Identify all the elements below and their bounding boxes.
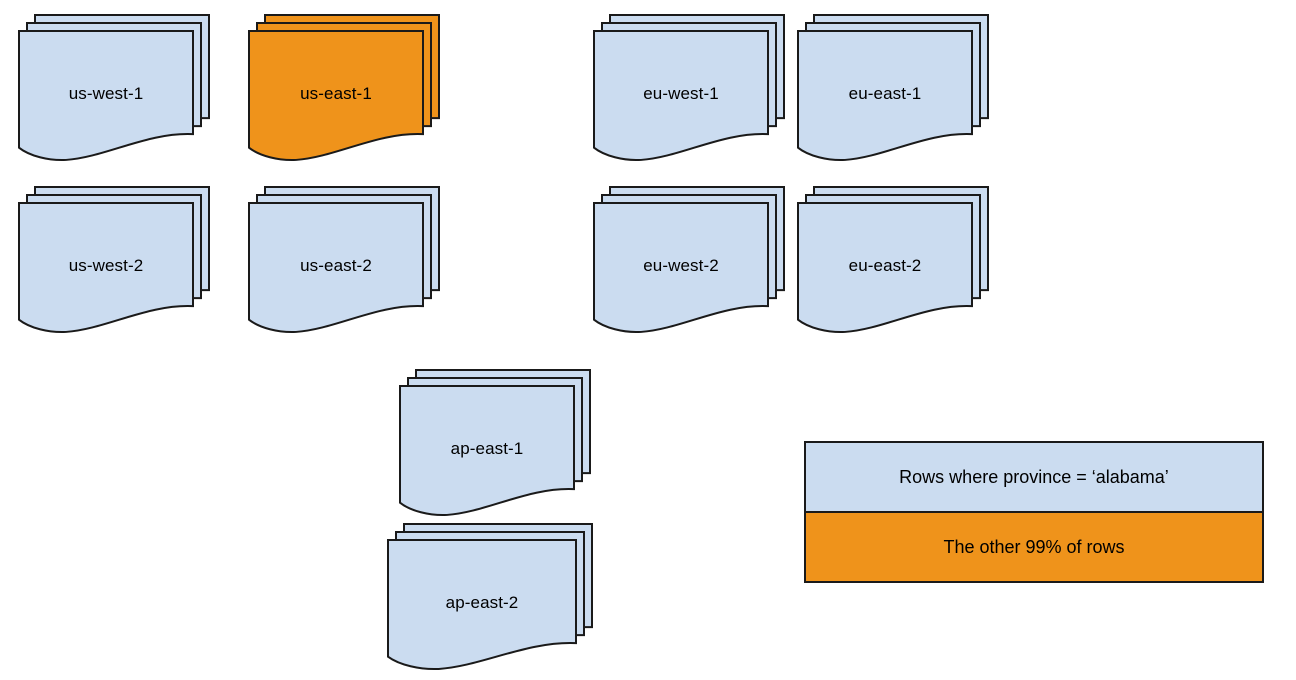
document-stack-shape xyxy=(399,369,591,517)
region-stack-us-east-1[interactable]: us-east-1 xyxy=(248,14,443,162)
document-stack-shape xyxy=(18,14,210,162)
legend-row-legend-other: The other 99% of rows xyxy=(806,513,1262,581)
legend-label: Rows where province = ‘alabama’ xyxy=(899,467,1169,487)
region-stack-eu-east-2[interactable]: eu-east-2 xyxy=(797,186,992,334)
document-sheet-front xyxy=(593,30,769,162)
document-stack-shape xyxy=(387,523,593,671)
document-sheet-front xyxy=(18,202,194,334)
document-sheet-front xyxy=(797,202,973,334)
region-stack-ap-east-2[interactable]: ap-east-2 xyxy=(387,523,596,671)
document-sheet-front xyxy=(797,30,973,162)
document-stack-shape xyxy=(593,14,785,162)
region-stack-us-east-2[interactable]: us-east-2 xyxy=(248,186,443,334)
document-stack-shape xyxy=(593,186,785,334)
document-sheet-front xyxy=(387,539,577,671)
document-sheet-front xyxy=(18,30,194,162)
legend-row-legend-alabama: Rows where province = ‘alabama’ xyxy=(806,443,1262,513)
document-stack-shape xyxy=(797,186,989,334)
document-stack-shape xyxy=(248,186,440,334)
document-sheet-front xyxy=(593,202,769,334)
legend-label: The other 99% of rows xyxy=(943,537,1125,557)
document-sheet-front xyxy=(248,30,424,162)
region-stack-ap-east-1[interactable]: ap-east-1 xyxy=(399,369,594,517)
legend: Rows where province = ‘alabama’ The other… xyxy=(804,441,1264,583)
document-stack-shape xyxy=(248,14,440,162)
region-stack-eu-west-1[interactable]: eu-west-1 xyxy=(593,14,788,162)
document-sheet-front xyxy=(248,202,424,334)
region-stack-eu-west-2[interactable]: eu-west-2 xyxy=(593,186,788,334)
document-stack-shape xyxy=(797,14,989,162)
region-stack-eu-east-1[interactable]: eu-east-1 xyxy=(797,14,992,162)
document-stack-shape xyxy=(18,186,210,334)
document-sheet-front xyxy=(399,385,575,517)
region-stack-us-west-1[interactable]: us-west-1 xyxy=(18,14,213,162)
region-stack-us-west-2[interactable]: us-west-2 xyxy=(18,186,213,334)
